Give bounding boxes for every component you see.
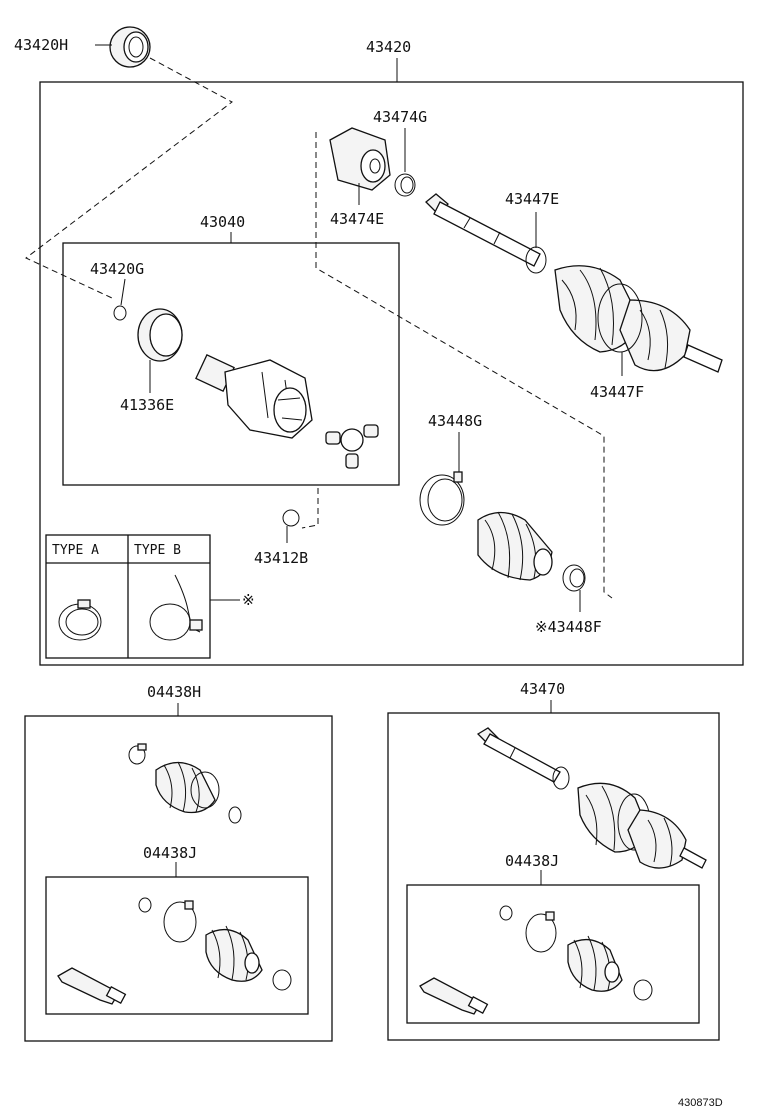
label-43448G[interactable]: 43448G [428, 412, 482, 430]
label-04438J-left[interactable]: 04438J [143, 844, 197, 862]
label-43420H[interactable]: 43420H [14, 36, 68, 54]
label-type-a: TYPE A [52, 543, 99, 558]
label-04438H[interactable]: 04438H [147, 683, 201, 701]
label-43447F[interactable]: 43447F [590, 383, 644, 401]
label-43420G[interactable]: 43420G [90, 260, 144, 278]
label-04438J-right[interactable]: 04438J [505, 852, 559, 870]
kit-04438J-right-parts[interactable] [419, 905, 653, 1015]
label-43447E[interactable]: 43447E [505, 190, 559, 208]
label-type-b: TYPE B [134, 543, 181, 558]
snap-ring-43420G[interactable] [113, 305, 127, 321]
tripod-spider[interactable] [325, 424, 379, 469]
label-41336E[interactable]: 41336E [120, 396, 174, 414]
kit-box-04438J-left [45, 876, 309, 1015]
drawing-reference: 430873D [678, 1097, 723, 1109]
drive-shaft-43470[interactable] [476, 727, 707, 869]
seal-43420H[interactable] [109, 26, 151, 68]
label-43412B[interactable]: 43412B [254, 549, 308, 567]
label-43040[interactable]: 43040 [200, 213, 245, 231]
label-43420[interactable]: 43420 [366, 38, 411, 56]
inboard-joint-housing[interactable] [195, 354, 313, 439]
kit-box-04438J-right [406, 884, 700, 1024]
kit-04438J-left-parts[interactable] [57, 897, 292, 1005]
label-43448F[interactable]: ※43448F [535, 618, 602, 636]
label-43474E[interactable]: 43474E [330, 210, 384, 228]
clamp-type-a[interactable] [58, 599, 102, 641]
assembly-box-43470 [387, 712, 720, 1041]
band-43447F[interactable] [597, 283, 643, 353]
clamp-type-b[interactable] [149, 574, 203, 641]
snap-ring-43474G[interactable] [394, 173, 416, 197]
clamp-43448F[interactable] [562, 564, 586, 592]
kit-04438H-parts[interactable] [128, 743, 242, 824]
inboard-boot[interactable] [477, 511, 553, 581]
label-43474G[interactable]: 43474G [373, 108, 427, 126]
label-asterisk: ※ [242, 591, 255, 609]
drive-shaft-outboard-joint[interactable] [425, 193, 723, 373]
ring-41336E[interactable] [137, 308, 183, 362]
bearing-43474E[interactable] [329, 127, 391, 191]
label-43470[interactable]: 43470 [520, 680, 565, 698]
clip-43412B[interactable] [282, 509, 300, 527]
assembly-box-43420 [39, 81, 744, 666]
clamp-43448G[interactable] [419, 471, 465, 526]
